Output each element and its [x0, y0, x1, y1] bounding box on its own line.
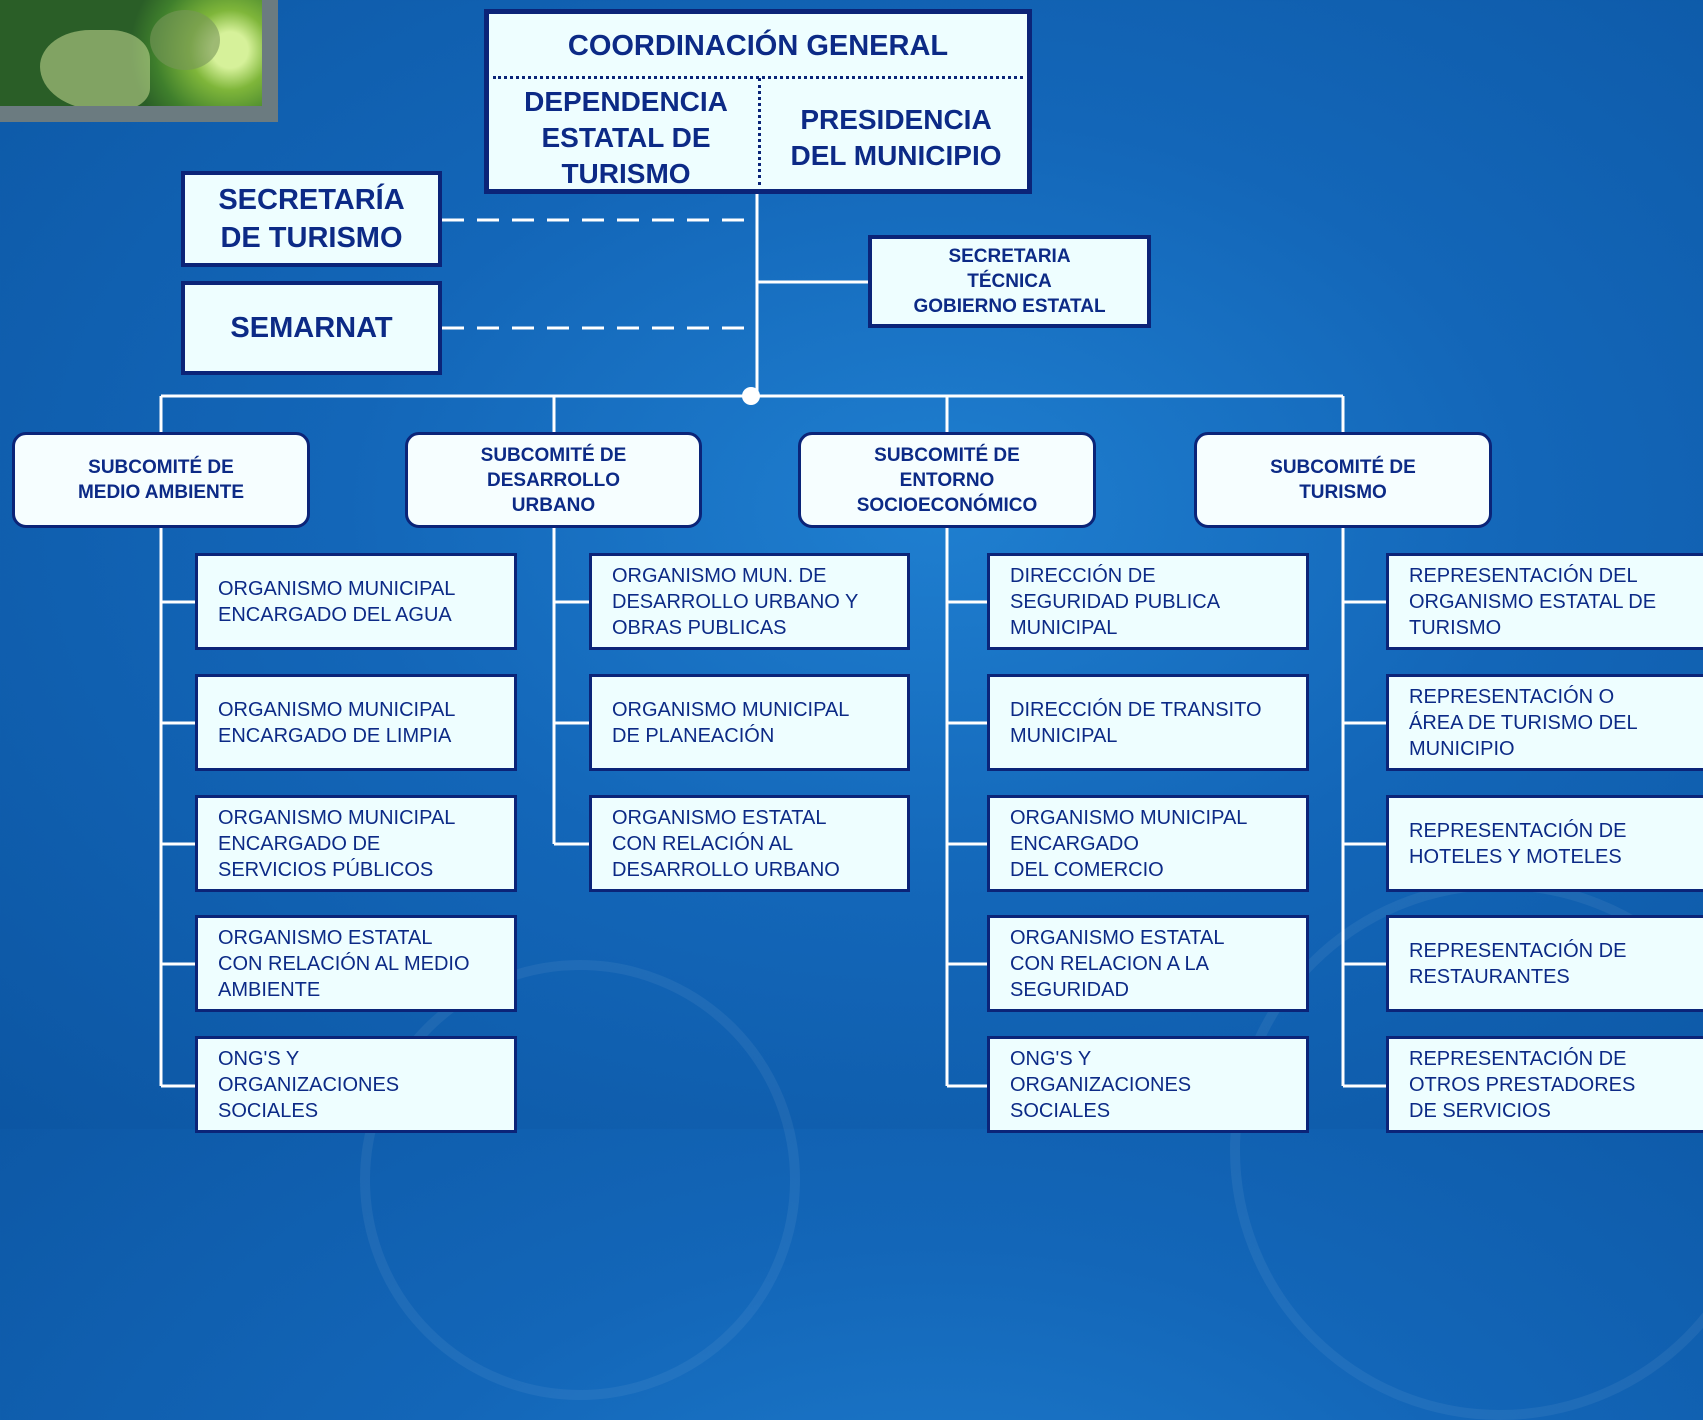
member-box: REPRESENTACIÓN DE HOTELES Y MOTELES [1386, 795, 1703, 892]
member-box: REPRESENTACIÓN O ÁREA DE TURISMO DEL MUN… [1386, 674, 1703, 771]
member-box: ORGANISMO MUNICIPAL ENCARGADO DEL COMERC… [987, 795, 1309, 892]
member-label: ONG'S Y ORGANIZACIONES SOCIALES [218, 1047, 400, 1122]
subcomite-turismo: SUBCOMITÉ DE TURISMO [1194, 432, 1492, 528]
member-box: DIRECCIÓN DE TRANSITO MUNICIPAL [987, 674, 1309, 771]
member-label: ORGANISMO MUN. DE DESARROLLO URBANO Y OB… [612, 564, 859, 639]
member-box: ONG'S Y ORGANIZACIONES SOCIALES [195, 1036, 517, 1133]
subcomite-label: SUBCOMITÉ DE ENTORNO SOCIOECONÓMICO [856, 444, 1038, 516]
member-box: ORGANISMO MUNICIPAL ENCARGADO DE LIMPIA [195, 674, 517, 771]
member-box: ORGANISMO MUNICIPAL DE PLANEACIÓN [589, 674, 910, 771]
member-label: ORGANISMO MUNICIPAL DE PLANEACIÓN [612, 698, 850, 747]
semarnat-box: SEMARNAT [181, 281, 442, 375]
presidencia-municipio-label: PRESIDENCIA DEL MUNICIPIO [790, 104, 1002, 171]
member-box: ORGANISMO ESTATAL CON RELACIÓN AL MEDIO … [195, 915, 517, 1012]
member-box: REPRESENTACIÓN DEL ORGANISMO ESTATAL DE … [1386, 553, 1703, 650]
member-box: ORGANISMO MUNICIPAL ENCARGADO DEL AGUA [195, 553, 517, 650]
coordinacion-general-box: COORDINACIÓN GENERAL DEPENDENCIA ESTATAL… [484, 9, 1032, 194]
member-label: ORGANISMO MUNICIPAL ENCARGADO DE SERVICI… [218, 806, 456, 881]
dependencia-estatal-label: DEPENDENCIA ESTATAL DE TURISMO [524, 86, 728, 189]
subcomite-label: SUBCOMITÉ DE DESARROLLO URBANO [480, 444, 627, 516]
member-box: ORGANISMO MUNICIPAL ENCARGADO DE SERVICI… [195, 795, 517, 892]
member-label: REPRESENTACIÓN O ÁREA DE TURISMO DEL MUN… [1409, 685, 1638, 760]
member-box: ORGANISMO ESTATAL CON RELACIÓN AL DESARR… [589, 795, 910, 892]
member-label: ORGANISMO MUNICIPAL ENCARGADO DEL AGUA [218, 577, 456, 626]
subcomite-label: SUBCOMITÉ DE TURISMO [1270, 457, 1416, 503]
member-box: ONG'S Y ORGANIZACIONES SOCIALES [987, 1036, 1309, 1133]
connector-lines [0, 0, 1703, 1129]
member-label: REPRESENTACIÓN DEL ORGANISMO ESTATAL DE … [1409, 564, 1657, 639]
secretaria-tecnica-label: SECRETARIA TÉCNICA GOBIERNO ESTATAL [913, 246, 1106, 317]
subcomite-label: SUBCOMITÉ DE MEDIO AMBIENTE [77, 457, 245, 503]
member-label: ONG'S Y ORGANIZACIONES SOCIALES [1010, 1047, 1192, 1122]
member-box: ORGANISMO ESTATAL CON RELACION A LA SEGU… [987, 915, 1309, 1012]
subcomite-desarrollo-urbano: SUBCOMITÉ DE DESARROLLO URBANO [405, 432, 702, 528]
dotted-divider-horizontal [493, 76, 1023, 79]
subcomite-entorno-socioeconomico: SUBCOMITÉ DE ENTORNO SOCIOECONÓMICO [798, 432, 1096, 528]
member-label: DIRECCIÓN DE SEGURIDAD PUBLICA MUNICIPAL [1010, 564, 1221, 639]
semarnat-label: SEMARNAT [230, 312, 393, 344]
member-label: ORGANISMO ESTATAL CON RELACION A LA SEGU… [1010, 926, 1225, 1001]
member-label: REPRESENTACIÓN DE RESTAURANTES [1409, 939, 1627, 988]
secretaria-turismo-box: SECRETARÍA DE TURISMO [181, 171, 442, 267]
subcomite-medio-ambiente: SUBCOMITÉ DE MEDIO AMBIENTE [12, 432, 310, 528]
dotted-divider-vertical [758, 78, 761, 185]
secretaria-turismo-label: SECRETARÍA DE TURISMO [218, 184, 405, 254]
junction-dot [742, 387, 760, 405]
member-box: DIRECCIÓN DE SEGURIDAD PUBLICA MUNICIPAL [987, 553, 1309, 650]
member-label: REPRESENTACIÓN DE HOTELES Y MOTELES [1409, 819, 1627, 868]
member-box: REPRESENTACIÓN DE RESTAURANTES [1386, 915, 1703, 1012]
member-label: DIRECCIÓN DE TRANSITO MUNICIPAL [1010, 698, 1262, 747]
member-label: ORGANISMO MUNICIPAL ENCARGADO DEL COMERC… [1010, 806, 1248, 881]
secretaria-tecnica-box: SECRETARIA TÉCNICA GOBIERNO ESTATAL [868, 235, 1151, 328]
coordinacion-title: COORDINACIÓN GENERAL [567, 30, 949, 62]
member-label: ORGANISMO MUNICIPAL ENCARGADO DE LIMPIA [218, 698, 456, 747]
corner-thumbnail-image [0, 0, 278, 122]
member-label: ORGANISMO ESTATAL CON RELACIÓN AL MEDIO … [218, 926, 470, 1001]
member-label: ORGANISMO ESTATAL CON RELACIÓN AL DESARR… [612, 806, 840, 881]
member-label: REPRESENTACIÓN DE OTROS PRESTADORES DE S… [1409, 1047, 1636, 1122]
member-box: ORGANISMO MUN. DE DESARROLLO URBANO Y OB… [589, 553, 910, 650]
member-box: REPRESENTACIÓN DE OTROS PRESTADORES DE S… [1386, 1036, 1703, 1133]
